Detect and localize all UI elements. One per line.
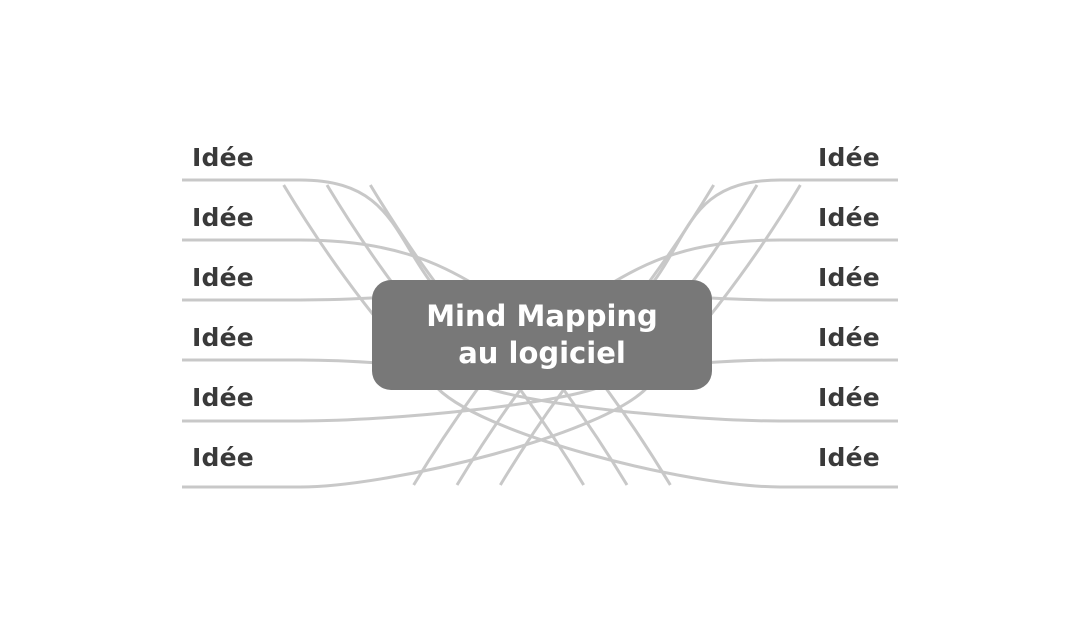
branch-label[interactable]: Idée bbox=[192, 323, 254, 352]
branch-label[interactable]: Idée bbox=[818, 383, 880, 412]
branch-label[interactable]: Idée bbox=[192, 263, 254, 292]
branch-label[interactable]: Idée bbox=[818, 263, 880, 292]
center-node-line-2: au logiciel bbox=[458, 336, 626, 370]
branch-label[interactable]: Idée bbox=[818, 203, 880, 232]
branch-label[interactable]: Idée bbox=[818, 143, 880, 172]
center-node[interactable]: Mind Mapping au logiciel bbox=[372, 280, 712, 390]
branch-curve bbox=[282, 184, 898, 489]
branch-label[interactable]: Idée bbox=[192, 203, 254, 232]
center-node-line-1: Mind Mapping bbox=[426, 298, 658, 333]
branch-label[interactable]: Idée bbox=[818, 323, 880, 352]
branch-label[interactable]: Idée bbox=[192, 383, 254, 412]
branch-label[interactable]: Idée bbox=[192, 143, 254, 172]
branch-curve bbox=[182, 184, 802, 489]
branch-label[interactable]: Idée bbox=[818, 443, 880, 472]
branch-label[interactable]: Idée bbox=[192, 443, 254, 472]
